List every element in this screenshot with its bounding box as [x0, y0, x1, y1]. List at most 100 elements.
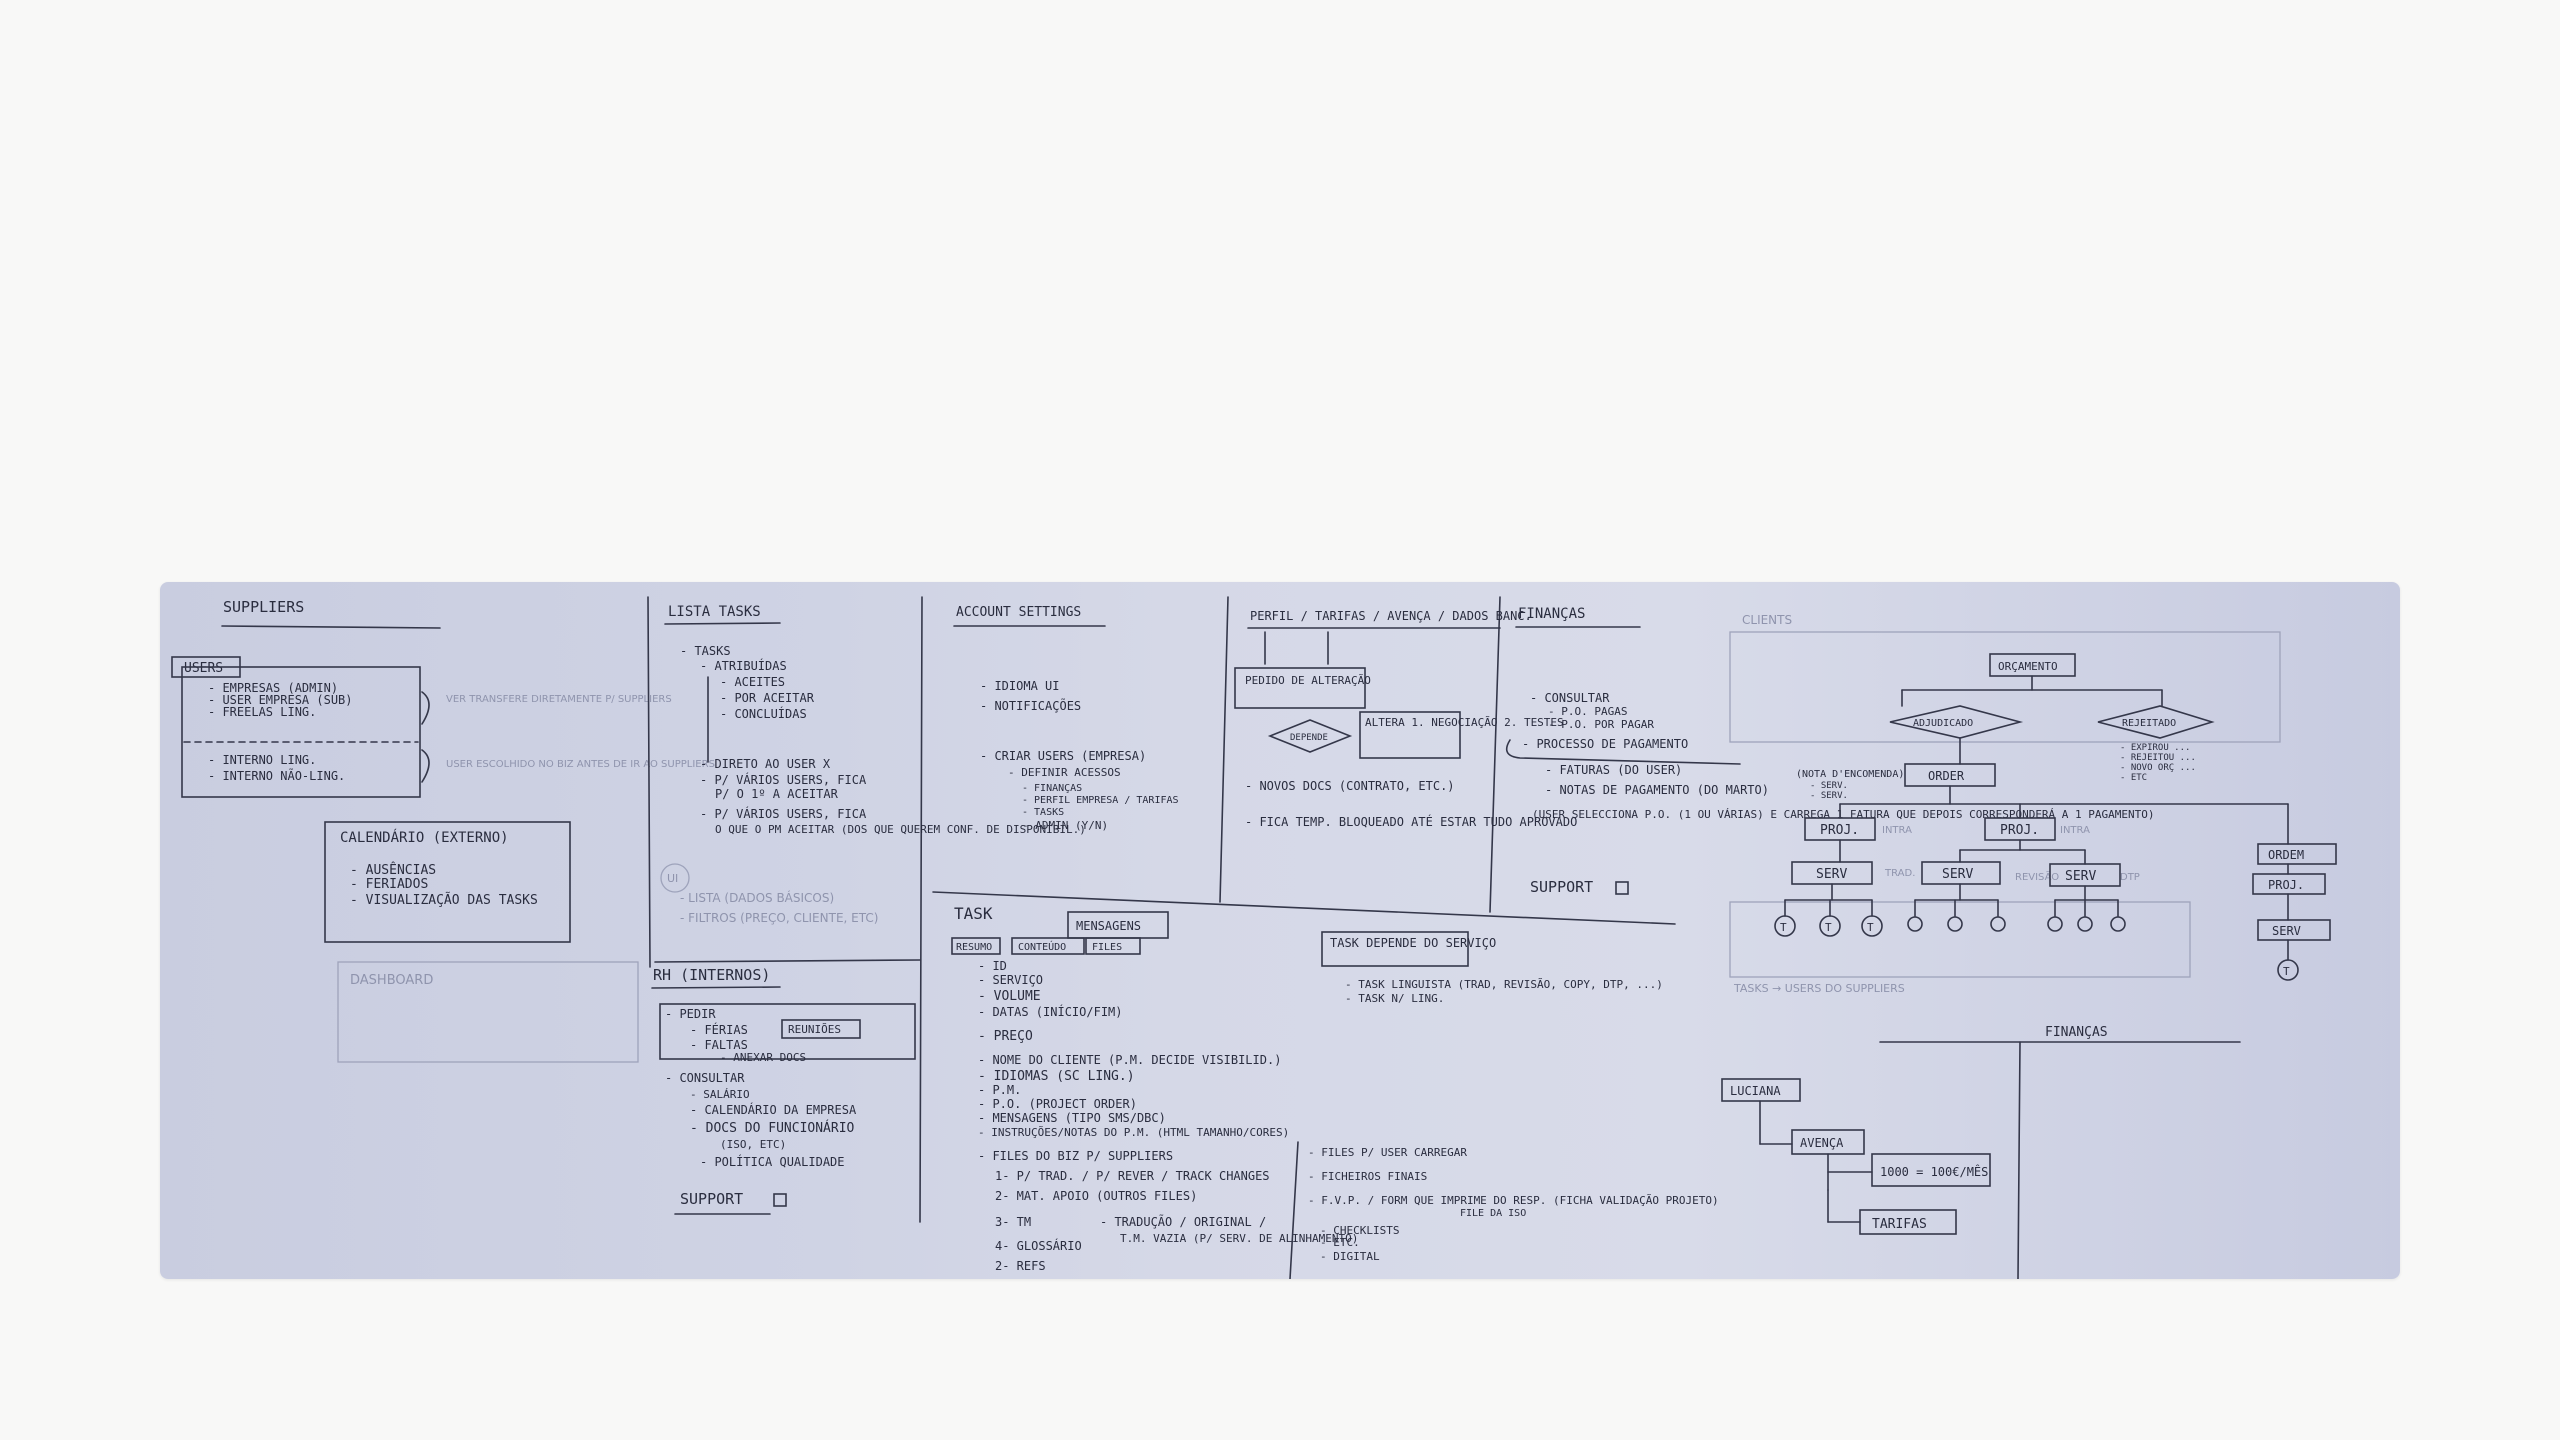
task-field-volume: - VOLUME	[978, 989, 1041, 1004]
rh-calendario: - CALENDÁRIO DA EMPRESA	[690, 1102, 857, 1117]
calendar-title: CALENDÁRIO (EXTERNO)	[340, 829, 509, 846]
financas-clients-label: FINANÇAS	[2045, 1025, 2108, 1040]
dashboard-label: DASHBOARD	[350, 973, 433, 988]
task-file-trad: 1- P/ TRAD. / P/ REVER / TRACK CHANGES	[995, 1169, 1270, 1183]
task-files-checklists: - CHECKLISTS	[1320, 1224, 1399, 1237]
proj-node-1: PROJ.	[1820, 823, 1859, 838]
suppliers-note-1: VER TRANSFERE DIRETAMENTE P/ SUPPLIERS	[446, 694, 672, 705]
rh-docs: - DOCS DO FUNCIONÁRIO	[690, 1120, 855, 1136]
account-perfil: - PERFIL EMPRESA / TARIFAS	[1022, 795, 1179, 806]
clients-tag-trad: TRAD.	[1884, 868, 1915, 879]
account-admin: - ADMIN (Y/N)	[1022, 819, 1108, 832]
proj-node-3: PROJ.	[2268, 878, 2304, 892]
task-depende-nao-ling: - TASK N/ LING.	[1345, 992, 1444, 1005]
perfil-depende: DEPENDE	[1290, 733, 1328, 743]
serv-node-2: SERV	[1942, 867, 1973, 882]
task-file-tm: 3- TM	[995, 1215, 1031, 1229]
clients-tag-intra-2: INTRA	[2060, 825, 2090, 836]
rejeitado-node: REJEITADO	[2122, 718, 2176, 729]
task-tab-conteudo: CONTEÚDO	[1018, 940, 1066, 953]
calendar-feriados: - FERIADOS	[350, 877, 428, 892]
task-field-servico: - SERVIÇO	[978, 973, 1043, 987]
task-mensagens: MENSAGENS	[1076, 919, 1141, 933]
task-files-iso: FILE DA ISO	[1460, 1208, 1526, 1219]
suppliers-faint-notes: VER TRANSFERE DIRETAMENTE P/ SUPPLIERS U…	[446, 694, 715, 770]
calendar-visualizacao: - VISUALIZAÇÃO DAS TASKS	[350, 892, 538, 908]
task-field-po: - P.O. (PROJECT ORDER)	[978, 1097, 1137, 1111]
suppliers-section: SUPPLIERS USERS - EMPRESAS (ADMIN) - USE…	[171, 598, 441, 798]
perfil-altera: ALTERA 1. NEGOCIAÇÃO 2. TESTES	[1365, 716, 1564, 729]
order-node: ORDER	[1928, 769, 1965, 783]
clients-tree: ORÇAMENTO ADJUDICADO REJEITADO - EXPIROU…	[1721, 653, 2337, 1279]
ordem-node: ORDEM	[2268, 848, 2304, 862]
serv-node-1: SERV	[1816, 867, 1847, 882]
task-files-etc: - ETC.	[1320, 1236, 1360, 1249]
perfil-title: PERFIL / TARIFAS / AVENÇA / DADOS BANC.	[1250, 609, 1532, 623]
task-field-mensagens: - MENSAGENS (TIPO SMS/DBC)	[978, 1111, 1166, 1125]
user-freelas: - FREELAS LING.	[208, 705, 316, 719]
task-leaf-1: T	[1780, 921, 1787, 934]
tarifas-node: TARIFAS	[1872, 1217, 1927, 1232]
clients-tag-revisao: REVISÃO	[2015, 870, 2059, 883]
task-leaf-3: T	[1867, 921, 1874, 934]
financas-processo: - PROCESSO DE PAGAMENTO	[1522, 737, 1688, 751]
perfil-novos-docs: - NOVOS DOCS (CONTRATO, ETC.)	[1245, 779, 1455, 793]
luciana-node: LUCIANA	[1730, 1084, 1781, 1098]
tasks-ui-lista: - LISTA (DADOS BÁSICOS)	[680, 890, 834, 905]
clients-faint: CLIENTS TASKS → USERS DO SUPPLIERS INTRA…	[1729, 613, 2281, 995]
user-empresas: - EMPRESAS (ADMIN)	[208, 681, 338, 695]
rh-salario: - SALÁRIO	[690, 1088, 750, 1101]
orcamento-node: ORÇAMENTO	[1998, 660, 2058, 673]
financas-faturas: - FATURAS (DO USER)	[1545, 763, 1682, 777]
task-field-preco: - PREÇO	[978, 1029, 1033, 1044]
account-notificacoes: - NOTIFICAÇÕES	[980, 698, 1081, 713]
nota-serv-2: - SERV.	[1810, 791, 1848, 801]
avenca-note: 1000 = 100€/MÊS	[1880, 1164, 1988, 1179]
task-file-glossario: 4- GLOSSÁRIO	[995, 1238, 1082, 1253]
task-files-fvp: - F.V.P. / FORM QUE IMPRIME DO RESP. (FI…	[1308, 1194, 1719, 1207]
proj-node-2: PROJ.	[2000, 823, 2039, 838]
financas-notas: - NOTAS DE PAGAMENTO (DO MARTO)	[1545, 783, 1769, 797]
clients-tasks-note: TASKS → USERS DO SUPPLIERS	[1733, 982, 1905, 995]
financas-consultar: - CONSULTAR	[1530, 691, 1610, 705]
account-tasks: - TASKS	[1022, 807, 1064, 818]
task-field-files-biz: - FILES DO BIZ P/ SUPPLIERS	[978, 1149, 1173, 1163]
rh-anexar-docs: - ANEXAR DOCS	[720, 1051, 806, 1064]
tasks-flow-primeiro: P/ O 1º A ACEITAR	[715, 787, 839, 801]
calendar-ausencias: - AUSÊNCIAS	[350, 862, 436, 878]
rh-title: RH (INTERNOS)	[653, 966, 770, 984]
task-field-id: - ID	[978, 959, 1007, 973]
clients-label: CLIENTS	[1742, 613, 1792, 627]
calendar-section: CALENDÁRIO (EXTERNO) - AUSÊNCIAS - FERIA…	[324, 821, 571, 943]
rh-politica: - POLÍTICA QUALIDADE	[700, 1154, 845, 1169]
financas-support-link: SUPPORT	[1530, 878, 1593, 896]
lista-tasks-title: LISTA TASKS	[668, 604, 761, 620]
task-tab-files: FILES	[1092, 942, 1122, 953]
tasks-item-concluidas: - CONCLUÍDAS	[720, 706, 807, 721]
task-depende-linguista: - TASK LINGUISTA (TRAD, REVISÃO, COPY, D…	[1345, 978, 1663, 991]
rejected-note-1: - EXPIROU ...	[2120, 743, 2190, 753]
suppliers-note-2: USER ESCOLHIDO NO BIZ ANTES DE IR AO SUP…	[446, 759, 715, 770]
tasks-item-tasks: - TASKS	[680, 644, 731, 658]
rh-support-link: SUPPORT	[680, 1190, 743, 1208]
rh-faltas: - FALTAS	[690, 1038, 748, 1052]
rh-section: RH (INTERNOS) - PEDIR - FÉRIAS - FALTAS …	[651, 966, 916, 1215]
financas-section: FINANÇAS - CONSULTAR - P.O. PAGAS - P.O.…	[1505, 606, 2155, 896]
account-definir-acessos: - DEFINIR ACESSOS	[1008, 766, 1121, 779]
column-dividers	[647, 596, 1676, 1223]
task-file-traducao: - TRADUÇÃO / ORIGINAL /	[1100, 1214, 1266, 1229]
rh-iso: (ISO, ETC)	[720, 1138, 786, 1151]
task-tab-resumo: RESUMO	[956, 942, 992, 953]
user-interno-ling: - INTERNO LING.	[208, 753, 316, 767]
task-file-apoio: 2- MAT. APOIO (OUTROS FILES)	[995, 1189, 1197, 1203]
task-field-nome-cliente: - NOME DO CLIENTE (P.M. DECIDE VISIBILID…	[978, 1053, 1281, 1067]
nota-encomenda: (NOTA D'ENCOMENDA)	[1796, 769, 1904, 780]
adjudicado-node: ADJUDICADO	[1913, 718, 1973, 729]
financas-po-pagas: - P.O. PAGAS	[1548, 705, 1627, 718]
rh-reunioes: REUNIÕES	[788, 1023, 841, 1036]
financas-explicacao: (USER SELECCIONA P.O. (1 OU VÁRIAS) E CA…	[1532, 808, 2155, 821]
tasks-ui-filtros: - FILTROS (PREÇO, CLIENTE, ETC)	[680, 911, 878, 925]
rh-pedir: - PEDIR	[665, 1007, 716, 1021]
rejected-note-2: - REJEITOU ...	[2120, 753, 2196, 763]
tasks-flow-pm: O QUE O PM ACEITAR (DOS QUE QUEREM CONF.…	[715, 823, 1086, 836]
